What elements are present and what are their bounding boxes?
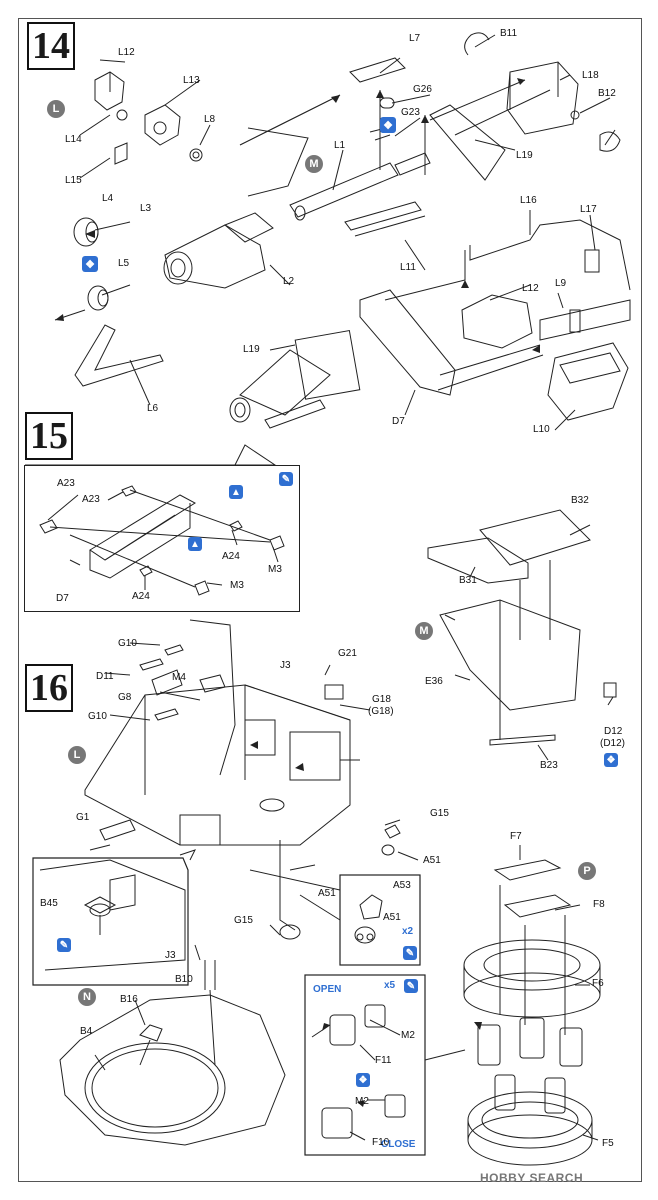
qty-x2: x2 <box>402 926 414 937</box>
part-label: F11 <box>375 1055 392 1066</box>
part-label: M4 <box>172 672 186 683</box>
part-label: L5 <box>118 258 130 269</box>
part-label: J3 <box>280 660 291 671</box>
part-label: F10 <box>372 1137 390 1148</box>
step-14-box: 14 <box>27 22 75 70</box>
part-label: G8 <box>118 692 132 703</box>
part-label: A23 <box>82 494 100 505</box>
part-label: A53 <box>393 880 411 891</box>
part-label: L13 <box>183 75 200 86</box>
part-label: L11 <box>400 262 416 273</box>
close-label: CLOSE <box>381 1139 416 1150</box>
step-16-box: 16 <box>25 664 73 712</box>
part-label: L7 <box>409 33 421 44</box>
part-label: (G18) <box>368 706 394 717</box>
symmetry-icon: ❖ <box>82 256 98 272</box>
section-marker-L-top: L <box>47 100 65 118</box>
part-label: F6 <box>592 978 604 989</box>
part-label: J3 <box>165 950 176 961</box>
part-label: G23 <box>401 107 420 118</box>
part-label: G10 <box>118 638 137 649</box>
step-15-number: 15 <box>30 415 68 457</box>
section-marker-L-mid: L <box>68 746 86 764</box>
part-label: B23 <box>540 760 558 771</box>
part-label: A51 <box>318 888 336 899</box>
paint-icon: ✎ <box>279 472 293 486</box>
step-15-box: 15 <box>25 412 73 460</box>
part-label: L16 <box>520 195 537 206</box>
section-marker-N: N <box>78 988 96 1006</box>
part-label: D11 <box>96 671 114 682</box>
part-label: L12 <box>522 283 539 294</box>
symmetry-icon: ❖ <box>604 753 618 767</box>
part-label: L2 <box>283 276 295 287</box>
part-label: M2 <box>401 1030 415 1041</box>
paint-icon: ✎ <box>57 938 71 952</box>
paint-icon: ✎ <box>404 979 418 993</box>
cement-icon: ▲ <box>229 485 243 499</box>
part-label: G15 <box>430 808 449 819</box>
part-label: B45 <box>40 898 58 909</box>
part-label: L10 <box>533 424 550 435</box>
part-label: L19 <box>243 344 260 355</box>
part-label: B16 <box>120 994 138 1005</box>
paint-icon: ✎ <box>403 946 417 960</box>
part-label: D12 <box>604 726 623 737</box>
part-label: L17 <box>580 204 597 215</box>
open-label: OPEN <box>313 984 342 995</box>
part-label: B32 <box>571 495 589 506</box>
part-label: B31 <box>459 575 477 586</box>
part-label: G1 <box>76 812 90 823</box>
section-marker-M-mid: M <box>415 622 433 640</box>
part-label: L18 <box>582 70 599 81</box>
part-label: L6 <box>147 403 159 414</box>
part-label: A51 <box>383 912 401 923</box>
part-label: B10 <box>175 974 193 985</box>
part-label: L19 <box>516 150 533 161</box>
qty-x5: x5 <box>384 980 396 991</box>
part-label: G21 <box>338 648 357 659</box>
instruction-page <box>18 18 642 1182</box>
part-label: L15 <box>65 175 82 186</box>
part-label: D7 <box>392 416 405 427</box>
part-label: G18 <box>372 694 391 705</box>
part-label: A24 <box>222 551 240 562</box>
part-label: G26 <box>413 84 432 95</box>
part-label: F7 <box>510 831 522 842</box>
part-label: (D12) <box>600 738 626 749</box>
part-label: G10 <box>88 711 107 722</box>
part-label: L12 <box>118 47 135 58</box>
part-label: M2 <box>355 1096 369 1107</box>
step-16-number: 16 <box>30 667 68 709</box>
part-label: L14 <box>65 134 82 145</box>
cement-icon: ▲ <box>188 537 202 551</box>
part-label: L4 <box>102 193 114 204</box>
part-label: B4 <box>80 1026 93 1037</box>
part-label: F5 <box>602 1138 614 1149</box>
symmetry-icon: ❖ <box>356 1073 370 1087</box>
symmetry-icon: ❖ <box>380 117 396 133</box>
section-marker-M-top: M <box>305 155 323 173</box>
part-label: A51 <box>423 855 441 866</box>
watermark: HOBBY SEARCH <box>480 1171 584 1185</box>
part-label: E36 <box>425 676 443 687</box>
part-label: B12 <box>598 88 616 99</box>
part-label: B11 <box>500 28 518 39</box>
part-label: D7 <box>56 593 69 604</box>
part-label: F8 <box>593 899 605 910</box>
step-14-number: 14 <box>32 25 70 67</box>
part-label: L9 <box>555 278 567 289</box>
part-label: M3 <box>268 564 282 575</box>
part-label: G15 <box>234 915 253 926</box>
part-label: L8 <box>204 114 216 125</box>
step-15-frame <box>24 465 300 612</box>
part-label: A23 <box>57 478 75 489</box>
part-label: L1 <box>334 140 346 151</box>
part-label: L3 <box>140 203 152 214</box>
part-label: M3 <box>230 580 244 591</box>
part-label: A24 <box>132 591 150 602</box>
section-marker-P: P <box>578 862 596 880</box>
